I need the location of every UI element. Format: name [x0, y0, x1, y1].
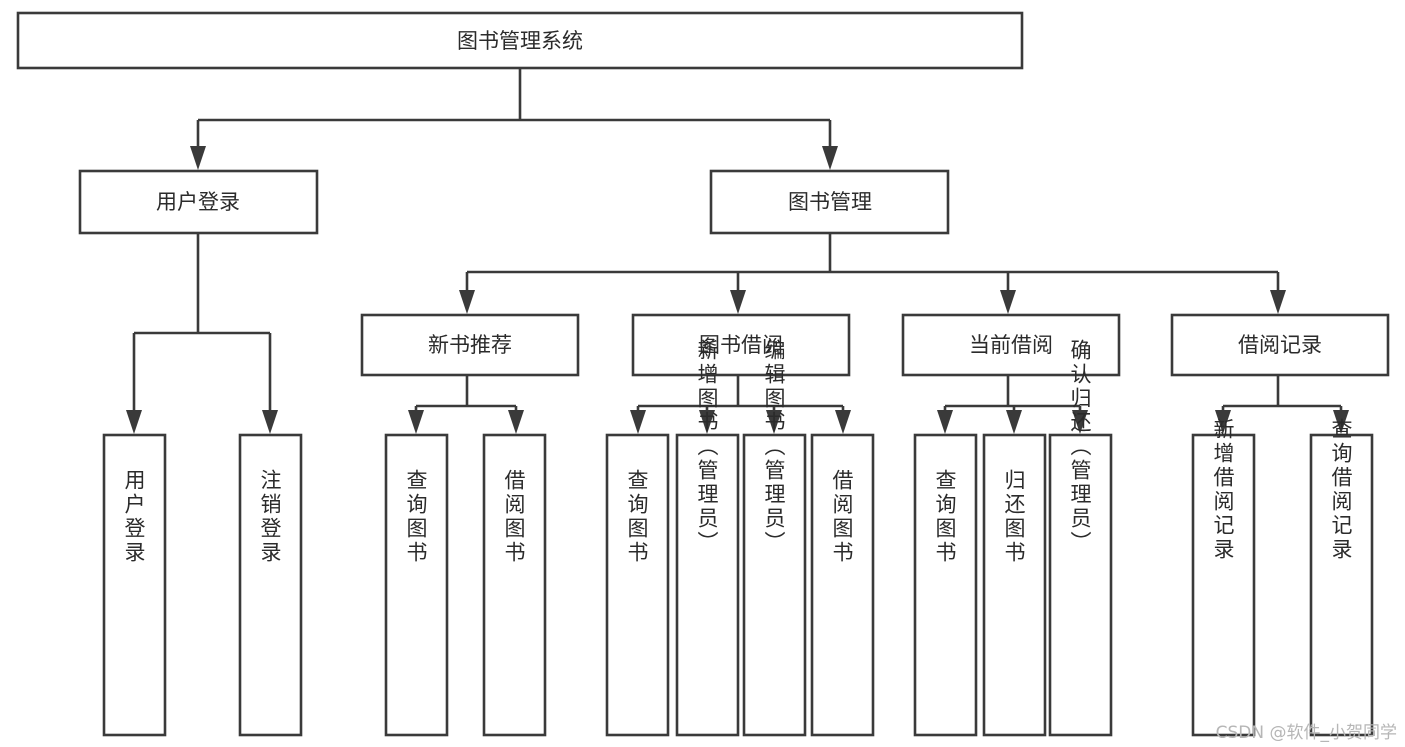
- arrow-head-icon: [1006, 410, 1022, 434]
- node-leaf-borrow-book-2-label: 借阅图书: [830, 469, 854, 565]
- node-leaf-return-book-label: 归还图书: [1002, 469, 1026, 565]
- node-user-login-box[interactable]: [78, 169, 319, 235]
- node-leaf-query-book-3-box[interactable]: [913, 433, 978, 737]
- node-current-borrow-box[interactable]: [901, 313, 1121, 377]
- node-book-management[interactable]: 图书管理: [709, 169, 950, 235]
- node-borrow-record-box[interactable]: [1170, 313, 1390, 377]
- node-user-login[interactable]: 用户登录: [78, 169, 319, 235]
- node-new-book-recommend[interactable]: 新书推荐: [360, 313, 580, 377]
- node-leaf-logout-login-label: 注销登录: [258, 469, 282, 565]
- node-leaf-query-record-box[interactable]: [1309, 433, 1374, 737]
- node-new-book-recommend-label: 新书推荐: [428, 333, 512, 357]
- node-leaf-query-book-1[interactable]: 查询图书: [384, 433, 449, 737]
- node-leaf-query-book-2-box[interactable]: [605, 433, 670, 737]
- arrow-head-icon: [126, 410, 142, 434]
- node-leaf-logout-login[interactable]: 注销登录: [238, 433, 303, 737]
- node-leaf-borrow-book-1[interactable]: 借阅图书: [482, 433, 547, 737]
- arrow-head-icon: [1270, 290, 1286, 314]
- node-leaf-confirm-return-label: 确认归还（管理员）: [1068, 339, 1092, 555]
- watermark: CSDN @软件_小贺同学: [1215, 723, 1397, 743]
- node-leaf-logout-login-box[interactable]: [238, 433, 303, 737]
- node-leaf-query-record[interactable]: 查询借阅记录: [1309, 418, 1374, 737]
- node-leaf-confirm-return-box[interactable]: [1048, 433, 1113, 737]
- node-leaf-add-record[interactable]: 新增借阅记录: [1191, 418, 1256, 737]
- node-borrow-record-label: 借阅记录: [1238, 333, 1322, 357]
- node-leaf-add-book[interactable]: 新增图书（管理员）: [675, 339, 740, 737]
- node-leaf-edit-book-label: 编辑图书（管理员）: [762, 339, 786, 555]
- node-user-login-label: 用户登录: [156, 190, 240, 214]
- arrow-head-icon: [630, 410, 646, 434]
- arrow-head-icon: [835, 410, 851, 434]
- arrow-head-icon: [699, 410, 715, 434]
- node-root-box[interactable]: [16, 11, 1024, 70]
- node-borrow-record[interactable]: 借阅记录: [1170, 313, 1390, 377]
- node-leaf-add-book-label: 新增图书（管理员）: [695, 339, 719, 555]
- node-leaf-add-record-label: 新增借阅记录: [1211, 418, 1235, 562]
- node-book-borrow[interactable]: 图书借阅: [631, 313, 851, 377]
- arrow-head-icon: [262, 410, 278, 434]
- arrow-head-icon: [1215, 410, 1231, 434]
- node-leaf-user-login-label: 用户登录: [122, 469, 146, 565]
- arrow-head-icon: [190, 146, 206, 170]
- node-leaf-add-record-box[interactable]: [1191, 433, 1256, 737]
- node-leaf-borrow-book-1-label: 借阅图书: [502, 469, 526, 565]
- node-leaf-user-login[interactable]: 用户登录: [102, 433, 167, 737]
- arrow-head-icon: [1000, 290, 1016, 314]
- node-leaf-query-book-3[interactable]: 查询图书: [913, 433, 978, 737]
- node-book-borrow-label: 图书借阅: [699, 333, 783, 357]
- node-book-borrow-box[interactable]: [631, 313, 851, 377]
- node-leaf-borrow-book-1-box[interactable]: [482, 433, 547, 737]
- arrow-head-icon: [937, 410, 953, 434]
- node-current-borrow-label: 当前借阅: [969, 333, 1053, 357]
- arrow-head-icon: [1072, 410, 1088, 434]
- node-current-borrow[interactable]: 当前借阅: [901, 313, 1121, 377]
- arrow-head-icon: [1333, 410, 1349, 434]
- node-root-label: 图书管理系统: [457, 29, 583, 53]
- arrow-head-icon: [408, 410, 424, 434]
- node-root[interactable]: 图书管理系统: [16, 11, 1024, 70]
- node-leaf-query-book-2-label: 查询图书: [625, 469, 649, 565]
- node-leaf-query-book-2[interactable]: 查询图书: [605, 433, 670, 737]
- node-leaf-return-book-box[interactable]: [982, 433, 1047, 737]
- connector-layer: [126, 68, 1349, 434]
- node-leaf-edit-book[interactable]: 编辑图书（管理员）: [742, 339, 807, 737]
- node-leaf-return-book[interactable]: 归还图书: [982, 433, 1047, 737]
- node-leaf-confirm-return[interactable]: 确认归还（管理员）: [1048, 339, 1113, 737]
- arrow-head-icon: [766, 410, 782, 434]
- node-leaf-borrow-book-2-box[interactable]: [810, 433, 875, 737]
- arrow-head-icon: [459, 290, 475, 314]
- arrow-head-icon: [822, 146, 838, 170]
- node-new-book-recommend-box[interactable]: [360, 313, 580, 377]
- node-leaf-query-book-1-box[interactable]: [384, 433, 449, 737]
- arrow-head-icon: [730, 290, 746, 314]
- node-leaf-query-record-label: 查询借阅记录: [1329, 418, 1353, 562]
- node-leaf-edit-book-box[interactable]: [742, 433, 807, 737]
- node-leaf-add-book-box[interactable]: [675, 433, 740, 737]
- arrow-head-icon: [508, 410, 524, 434]
- node-book-management-box[interactable]: [709, 169, 950, 235]
- node-leaf-user-login-box[interactable]: [102, 433, 167, 737]
- node-leaf-query-book-1-label: 查询图书: [404, 469, 428, 565]
- node-leaf-query-book-3-label: 查询图书: [933, 469, 957, 565]
- node-book-management-label: 图书管理: [788, 190, 872, 214]
- node-leaf-borrow-book-2[interactable]: 借阅图书: [810, 433, 875, 737]
